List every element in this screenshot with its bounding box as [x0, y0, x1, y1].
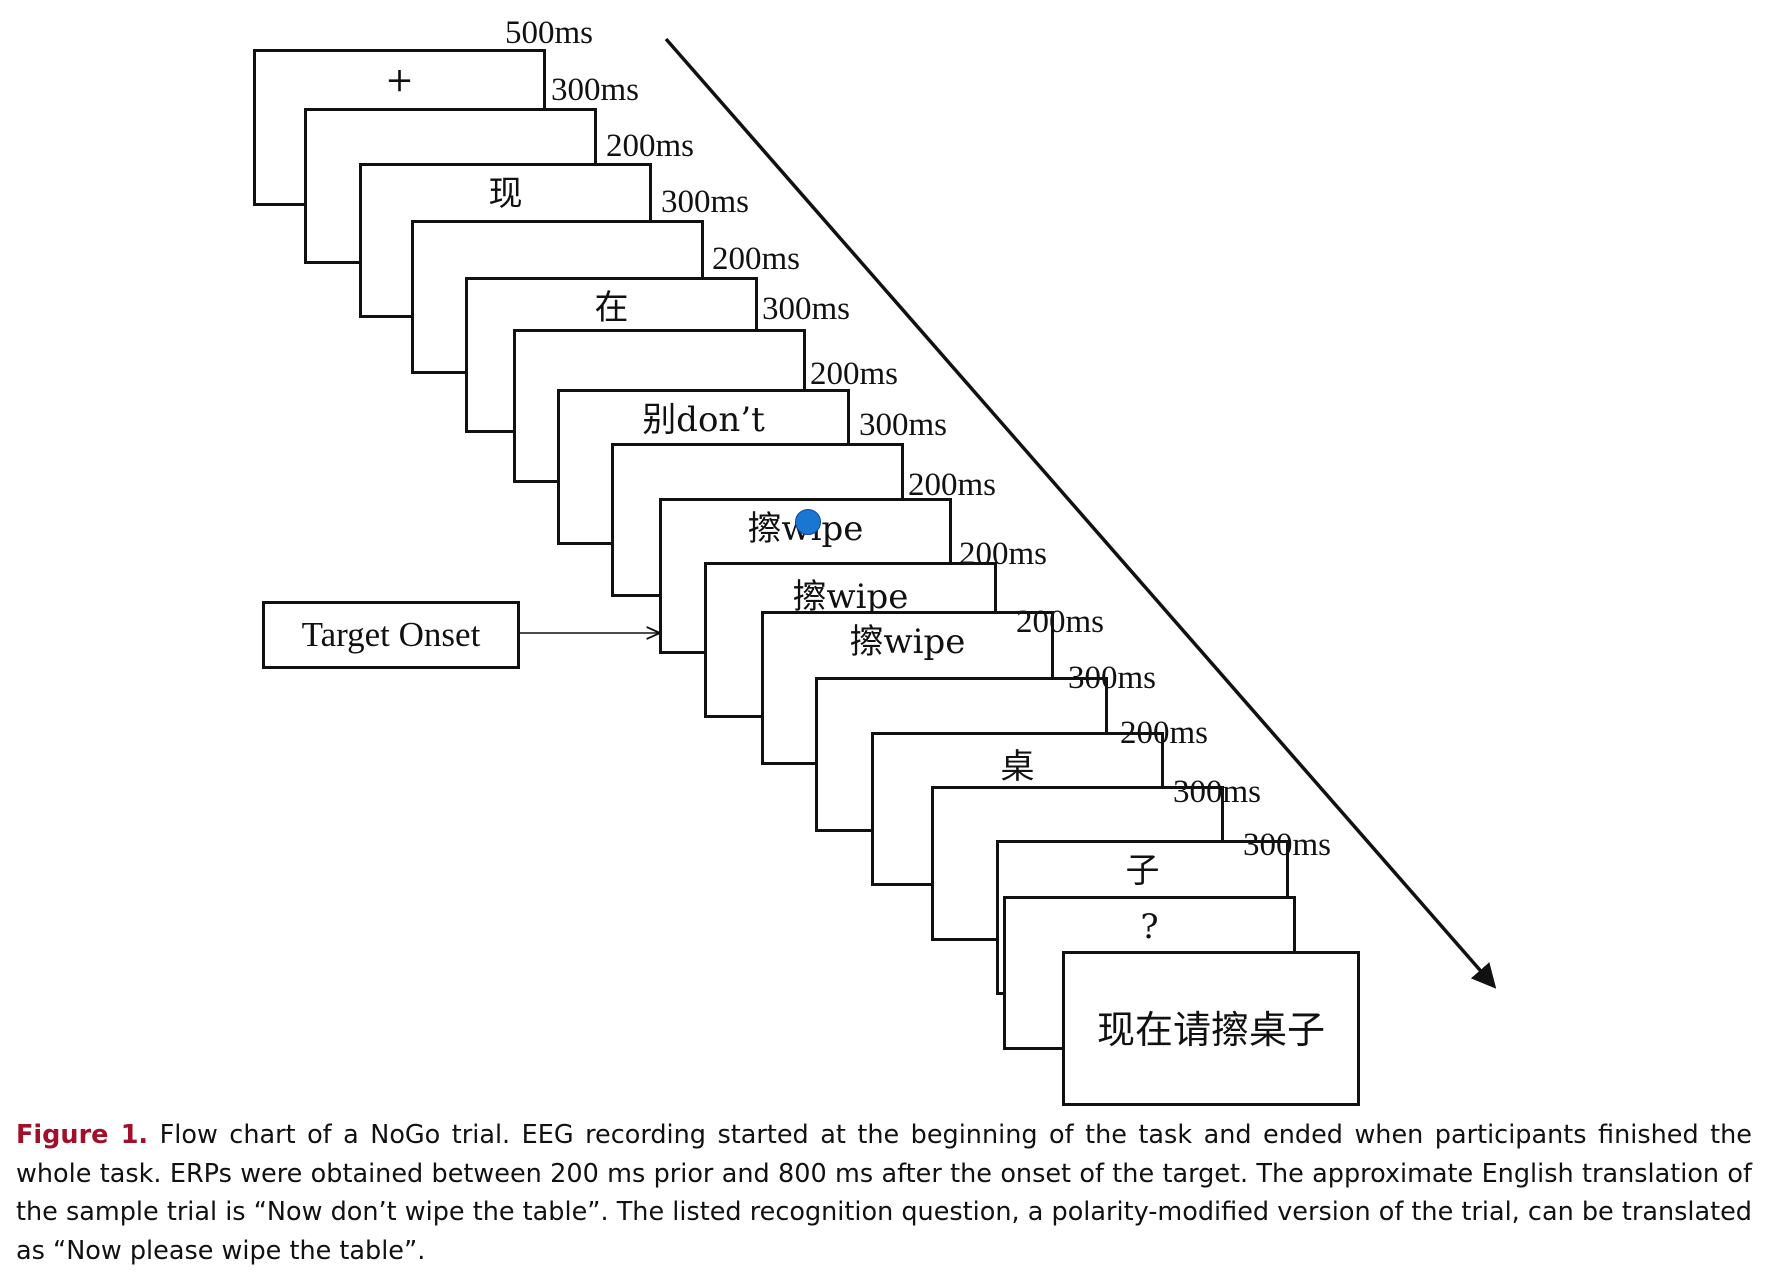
duration-label: 200ms — [1120, 715, 1209, 751]
duration-label: 200ms — [908, 467, 997, 503]
frame-stimulus-text: 现在请擦桌子 — [1096, 1008, 1325, 1052]
duration-label: 300ms — [859, 407, 948, 443]
frame-stimulus-text: 擦wipe — [849, 622, 966, 662]
frame-stimulus-text: + — [385, 60, 414, 100]
duration-label: 300ms — [1068, 660, 1157, 696]
duration-label: 300ms — [762, 291, 851, 327]
duration-label: 200ms — [810, 356, 899, 392]
time-arrow — [664, 37, 1497, 989]
frame-stimulus-text: 现 — [488, 174, 523, 214]
duration-label: 200ms — [712, 241, 801, 277]
frame-stimulus-text: ? — [1140, 907, 1159, 947]
duration-label: 300ms — [1243, 827, 1332, 863]
frame-stimulus-text: 擦wipe — [792, 577, 909, 617]
frame-stimulus-text: 子 — [1125, 851, 1160, 891]
duration-label: 200ms — [1016, 604, 1105, 640]
nogo-trial-flowchart: +500ms 300ms 现 200ms 300ms 在 200ms 300ms 别don’t 2… — [253, 15, 1497, 1106]
frame-stimulus-text: 在 — [594, 288, 629, 328]
caption-label: Figure 1. — [16, 1120, 149, 1150]
connectors — [520, 37, 1497, 989]
duration-label: 300ms — [551, 72, 640, 108]
frame-stimulus-text: 别don’t — [642, 400, 765, 440]
duration-label: 300ms — [661, 184, 750, 220]
caption-text: Flow chart of a NoGo trial. EEG recordin… — [16, 1120, 1752, 1266]
duration-label: 200ms — [959, 536, 1048, 572]
frame-stimulus-text: 桌 — [1000, 747, 1035, 787]
target-marker-dot — [795, 509, 821, 535]
target-onset-label: Target Onset — [262, 601, 520, 669]
figure-caption: Figure 1. Flow chart of a NoGo trial. EE… — [16, 1116, 1752, 1270]
duration-label: 300ms — [1173, 774, 1262, 810]
duration-label: 200ms — [606, 128, 695, 164]
duration-label: 500ms — [505, 15, 594, 51]
stimulus-frame-17: 现在请擦桌子 — [1062, 951, 1360, 1106]
